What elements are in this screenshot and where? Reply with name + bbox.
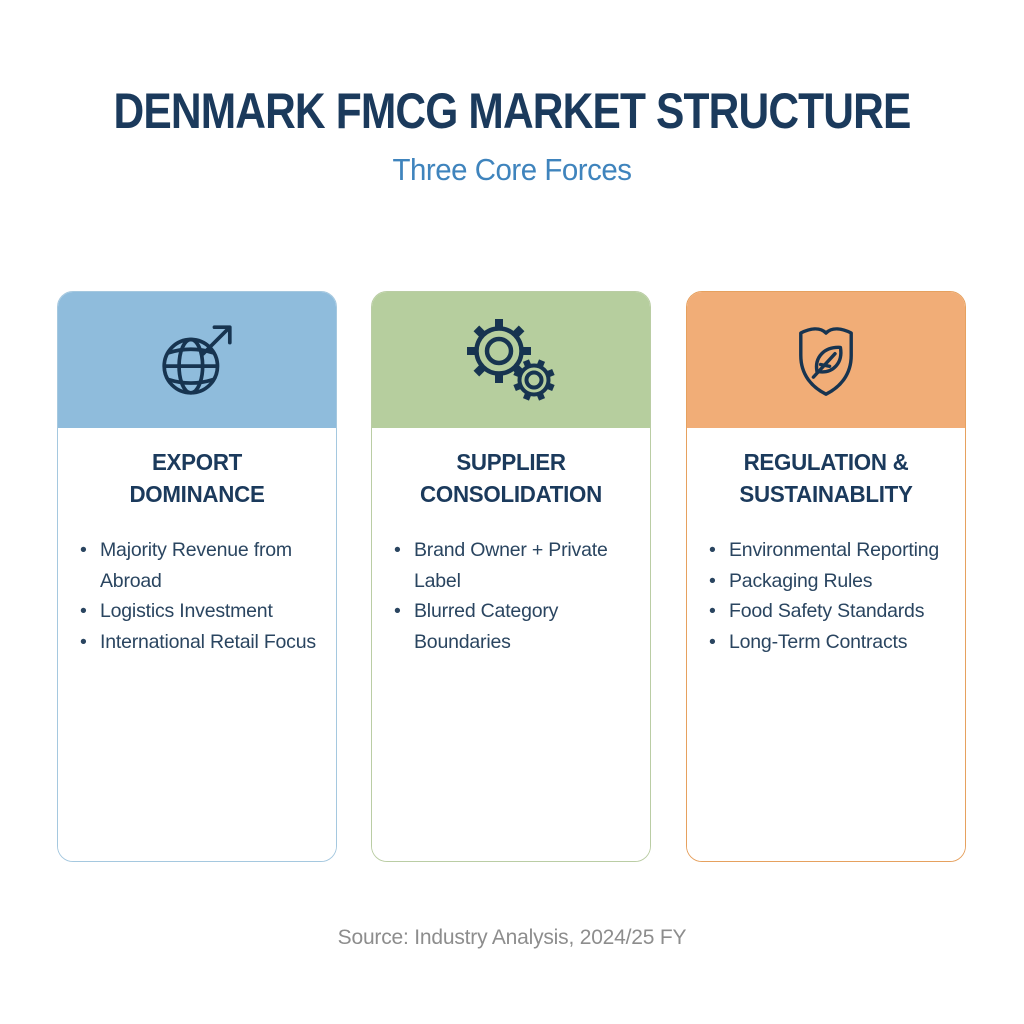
bullet-list: Brand Owner + Private Label Blurred Cate… (372, 535, 650, 657)
card-header-orange (687, 292, 965, 428)
card-title: SUPPLIER CONSOLIDATION (420, 449, 602, 507)
bullet-list: Majority Revenue from Abroad Logistics I… (58, 535, 336, 657)
page-subtitle: Three Core Forces (392, 152, 632, 187)
list-item: Logistics Investment (80, 596, 322, 627)
card-title: EXPORT DOMINANCE (129, 449, 265, 507)
card-title: REGULATION & SUSTAINABLITY (739, 449, 913, 507)
list-item: Food Safety Standards (709, 596, 951, 627)
shield-leaf-icon (790, 319, 862, 401)
globe-export-icon (156, 319, 238, 401)
list-item: Majority Revenue from Abroad (80, 535, 322, 596)
card-supplier-consolidation: SUPPLIER CONSOLIDATION Brand Owner + Pri… (371, 291, 651, 862)
list-item: Environmental Reporting (709, 535, 951, 566)
list-item: Packaging Rules (709, 566, 951, 597)
card-regulation-sustainability: REGULATION & SUSTAINABLITY Environmental… (686, 291, 966, 862)
page-title: DENMARK FMCG MARKET STRUCTURE (113, 83, 912, 139)
card-export-dominance: EXPORT DOMINANCE Majority Revenue from A… (57, 291, 337, 862)
list-item: Long-Term Contracts (709, 627, 951, 658)
card-body: EXPORT DOMINANCE Majority Revenue from A… (58, 446, 336, 861)
bullet-list: Environmental Reporting Packaging Rules … (687, 535, 965, 657)
source-note: Source: Industry Analysis, 2024/25 FY (337, 926, 687, 949)
gears-icon (461, 315, 561, 405)
list-item: International Retail Focus (80, 627, 322, 658)
card-header-green (372, 292, 650, 428)
card-header-blue (58, 292, 336, 428)
list-item: Blurred Category Boundaries (394, 596, 636, 657)
list-item: Brand Owner + Private Label (394, 535, 636, 596)
card-body: REGULATION & SUSTAINABLITY Environmental… (687, 446, 965, 861)
card-body: SUPPLIER CONSOLIDATION Brand Owner + Pri… (372, 446, 650, 861)
